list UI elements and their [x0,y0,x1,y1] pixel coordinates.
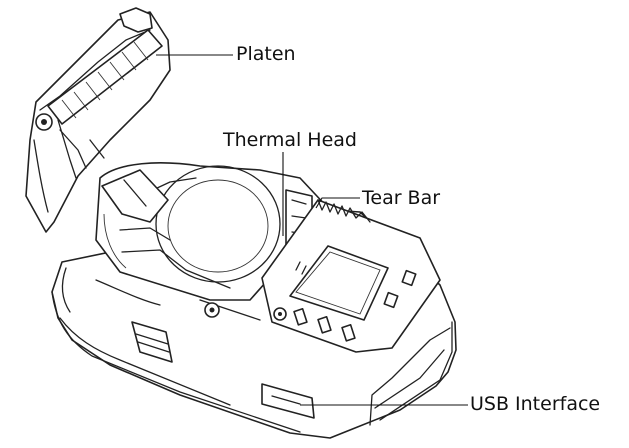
thermal-head-label: Thermal Head [223,129,357,151]
control-panel [261,199,441,353]
button-5 [401,269,417,287]
tear-bar-label: Tear Bar [362,187,441,209]
platen-roller [47,29,163,125]
usb-interface-label: USB Interface [470,393,601,415]
printer-lid [25,7,171,233]
callout-leaders [156,54,468,406]
button-4 [383,291,399,309]
tear-bar-leader [315,197,360,209]
button-1 [293,307,308,326]
platen-label: Platen [236,43,296,65]
button-2 [317,315,332,334]
latch [131,321,173,363]
button-3 [341,323,356,342]
tear-bar [317,199,371,223]
